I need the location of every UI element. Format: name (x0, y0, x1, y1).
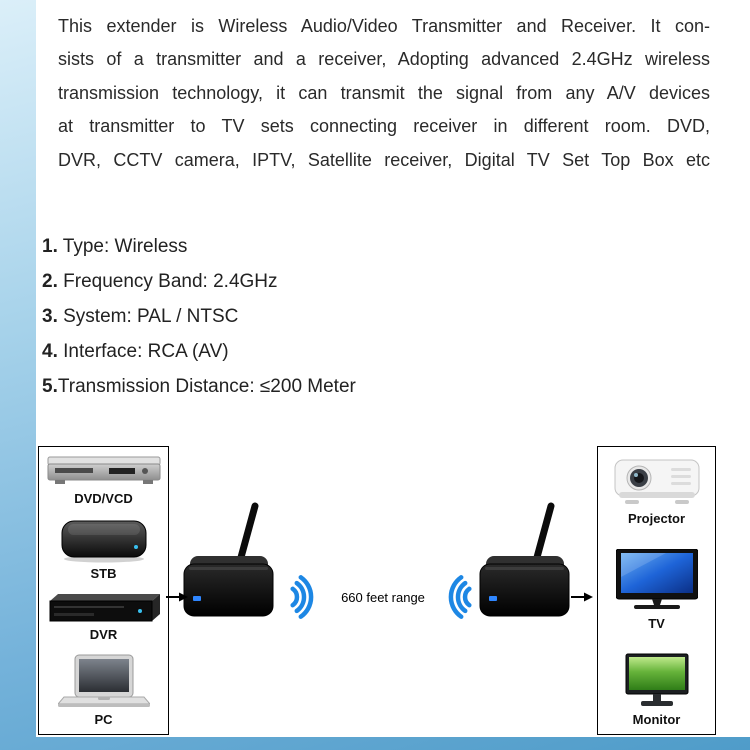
spec-item: 3. System: PAL / NTSC (42, 299, 356, 334)
arrow-right-icon (571, 592, 593, 602)
spec-text: Transmission Distance: ≤200 Meter (57, 376, 356, 397)
device-label: STB (90, 566, 117, 581)
tv-icon (615, 548, 698, 609)
projector-icon (614, 459, 699, 504)
range-label: 660 feet range (341, 590, 425, 605)
wifi-signal-icon (290, 575, 314, 619)
device-cell-dvr: DVR (48, 592, 160, 642)
spec-item: 2. Frequency Band: 2.4GHz (42, 264, 356, 299)
spec-item: 1. Type: Wireless (42, 229, 356, 264)
device-label: Monitor (632, 712, 681, 727)
spec-text: Interface: RCA (AV) (57, 341, 229, 362)
device-cell-stb: STB (58, 517, 150, 581)
device-label: PC (94, 712, 113, 727)
device-label: DVD/VCD (74, 491, 133, 506)
description-line: DVR, CCTV camera, IPTV, Satellite receiv… (58, 149, 710, 170)
spec-text: System: PAL / NTSC (57, 306, 239, 327)
spec-number: 3. (42, 306, 58, 327)
monitor-icon (625, 653, 688, 706)
device-cell-monitor: Monitor (625, 653, 689, 727)
device-cell-pc: PC (57, 653, 150, 727)
description-line: at transmitter to TV sets connecting rec… (58, 116, 710, 137)
laptop-icon (57, 654, 150, 707)
wifi-signal-icon (448, 575, 472, 619)
description-line: sists of a transmitter and a receiver, A… (58, 49, 710, 70)
device-cell-projector: Projector (613, 454, 701, 526)
device-cell-tv: TV (615, 548, 698, 631)
device-label: Projector (627, 511, 686, 526)
product-description: This extender is Wireless Audio/Video Tr… (58, 10, 710, 177)
spec-list: 1. Type: Wireless 2. Frequency Band: 2.4… (42, 229, 356, 404)
spec-number: 1. (42, 236, 58, 257)
spec-item: 5.Transmission Distance: ≤200 Meter (42, 369, 356, 404)
device-label: TV (648, 615, 665, 631)
spec-text: Type: Wireless (57, 236, 188, 257)
device-cell-dvd: DVD/VCD (47, 454, 161, 506)
spec-item: 4. Interface: RCA (AV) (42, 334, 356, 369)
arrow-right-icon (166, 592, 188, 602)
description-line: transmission technology, it can transmit… (58, 82, 710, 103)
source-devices-box: DVD/VCD STB DVR PC (38, 446, 169, 735)
dvd-player-icon (47, 456, 160, 484)
dvr-icon (49, 594, 160, 622)
spec-number: 4. (42, 341, 58, 362)
receiver-icon (479, 502, 570, 617)
display-devices-box: Projector TV Monitor (597, 446, 716, 735)
stb-icon (61, 520, 146, 563)
transmitter-icon (183, 502, 274, 617)
description-line: This extender is Wireless Audio/Video Tr… (58, 16, 710, 36)
spec-number: 2. (42, 271, 58, 292)
spec-text: Frequency Band: 2.4GHz (57, 271, 278, 292)
device-label: DVR (89, 627, 118, 642)
spec-number: 5. (42, 376, 58, 397)
